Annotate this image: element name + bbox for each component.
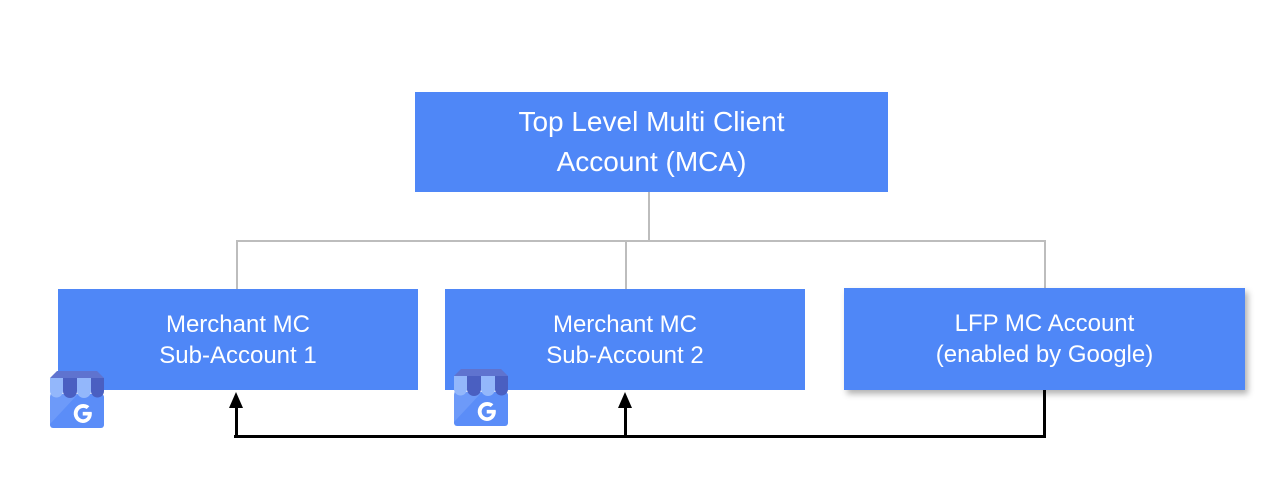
google-my-business-icon [454, 369, 508, 426]
connector-drop-sub-account-2 [625, 240, 627, 289]
node-merchant-sub-account-1-label: Merchant MC Sub-Account 1 [159, 310, 317, 369]
node-lfp-mc-account-label: LFP MC Account (enabled by Google) [935, 310, 1154, 368]
connector-drop-lfp-account [1044, 240, 1046, 288]
connector-root-stem [648, 192, 650, 242]
flow-line-to-sub-account-1 [235, 404, 238, 436]
node-merchant-sub-account-2-label: Merchant MC Sub-Account 2 [546, 310, 704, 369]
arrowhead-to-sub-account-2 [618, 392, 632, 408]
node-merchant-sub-account-1[interactable]: Merchant MC Sub-Account 1 [58, 289, 418, 390]
node-top-level-mca[interactable]: Top Level Multi Client Account (MCA) [415, 92, 888, 192]
node-lfp-mc-account[interactable]: LFP MC Account (enabled by Google) [844, 288, 1245, 390]
connector-horizontal-bar [236, 240, 1046, 242]
flow-line-from-lfp-account [1043, 390, 1046, 438]
google-my-business-icon [50, 371, 104, 428]
connector-drop-sub-account-1 [236, 240, 238, 289]
flow-line-horizontal [234, 435, 1046, 438]
flow-line-to-sub-account-2 [624, 404, 627, 436]
arrowhead-to-sub-account-1 [229, 392, 243, 408]
node-top-level-mca-label: Top Level Multi Client Account (MCA) [518, 106, 785, 177]
